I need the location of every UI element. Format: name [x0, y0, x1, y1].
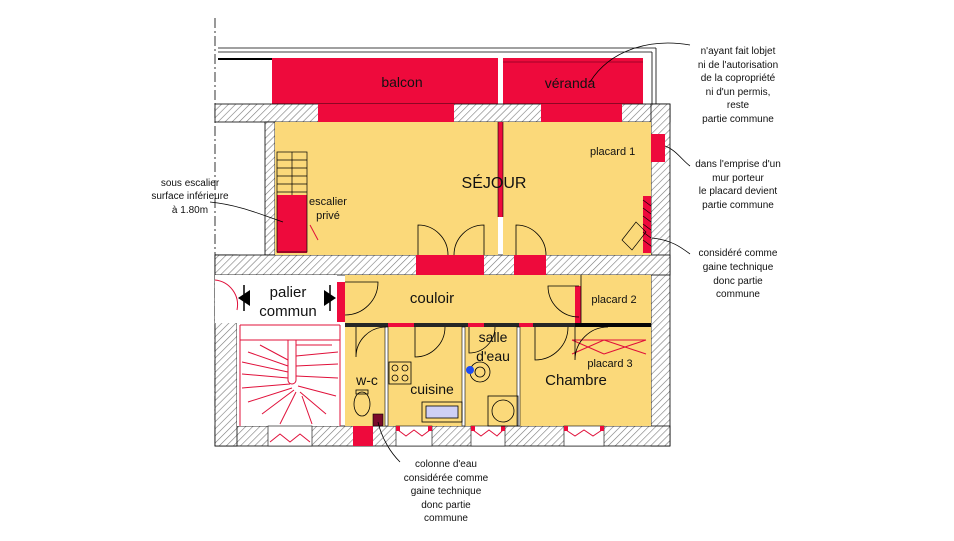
- svg-text:commune: commune: [424, 513, 468, 524]
- label-placard-3: placard 3: [587, 358, 632, 370]
- colonne-eau: [353, 426, 373, 446]
- svg-text:considéré comme: considéré comme: [699, 248, 778, 259]
- svg-text:ni de l'autorisation: ni de l'autorisation: [698, 60, 778, 71]
- label-sejour: SÉJOUR: [462, 173, 527, 192]
- svg-text:considérée comme: considérée comme: [404, 473, 489, 484]
- svg-text:partie commune: partie commune: [702, 114, 774, 125]
- label-deau: d'eau: [476, 348, 510, 364]
- balcony: [272, 58, 498, 104]
- room-couloir: [345, 275, 581, 323]
- note-gaine: considéré comme gaine technique donc par…: [699, 248, 778, 300]
- common-stair: [239, 324, 341, 439]
- note-colonne: colonne d'eau considérée comme gaine tec…: [404, 459, 489, 524]
- fixtures: [353, 361, 519, 427]
- svg-text:à 1.80m: à 1.80m: [172, 205, 208, 216]
- entrance-door: [337, 282, 345, 322]
- escalier-prive: [277, 195, 307, 253]
- label-escalier: escalier: [309, 196, 347, 208]
- leader-lines: [209, 42, 691, 463]
- wall-left-upper: [264, 121, 276, 256]
- room-sejour-left: [275, 122, 498, 255]
- svg-text:partie commune: partie commune: [702, 200, 774, 211]
- svg-text:n'ayant fait lobjet: n'ayant fait lobjet: [701, 46, 776, 57]
- label-salle: salle: [479, 329, 508, 345]
- room-placard-2: [581, 275, 651, 323]
- label-wc: w-c: [355, 372, 378, 388]
- room-salle-eau: [465, 327, 517, 426]
- label-prive: privé: [316, 210, 340, 222]
- palier-commun: [237, 275, 337, 325]
- label-chambre: Chambre: [545, 372, 607, 389]
- opening-sejour-2: [514, 255, 546, 275]
- svg-text:ni d'un permis,: ni d'un permis,: [706, 87, 771, 98]
- label-couloir: couloir: [410, 290, 454, 307]
- note-veranda: n'ayant fait lobjet ni de l'autorisation…: [698, 46, 778, 125]
- placard-1: [651, 134, 665, 162]
- svg-text:commune: commune: [716, 289, 760, 300]
- label-palier: palier: [270, 284, 307, 301]
- svg-text:donc partie: donc partie: [421, 500, 471, 511]
- sejour-divider: [498, 162, 503, 217]
- svg-text:reste: reste: [727, 100, 750, 111]
- svg-text:de la copropriété: de la copropriété: [701, 73, 776, 84]
- svg-text:dans l'emprise d'un: dans l'emprise d'un: [695, 159, 781, 170]
- svg-text:mur porteur: mur porteur: [712, 173, 764, 184]
- svg-text:surface inférieure: surface inférieure: [151, 191, 229, 202]
- svg-text:gaine technique: gaine technique: [703, 262, 774, 273]
- veranda-opening: [541, 104, 622, 122]
- svg-text:sous escalier: sous escalier: [161, 178, 220, 189]
- label-placard-1: placard 1: [590, 146, 635, 158]
- room-wc: [345, 327, 385, 426]
- gaine-technique: [643, 196, 651, 253]
- note-escalier: sous escalier surface inférieure à 1.80m: [151, 178, 229, 216]
- label-commun: commun: [259, 303, 317, 320]
- label-placard-2: placard 2: [591, 294, 636, 306]
- svg-text:colonne d'eau: colonne d'eau: [415, 459, 477, 470]
- veranda: [503, 58, 643, 104]
- svg-text:donc partie: donc partie: [713, 276, 763, 287]
- label-veranda: véranda: [545, 75, 596, 91]
- balcony-opening: [318, 104, 454, 122]
- label-balcon: balcon: [381, 74, 422, 90]
- svg-text:gaine technique: gaine technique: [411, 486, 482, 497]
- room-chambre: [520, 327, 651, 426]
- note-placard: dans l'emprise d'un mur porteur le placa…: [695, 159, 781, 211]
- label-cuisine: cuisine: [410, 381, 454, 397]
- svg-text:le placard devient: le placard devient: [699, 186, 778, 197]
- room-sejour-right: [503, 122, 651, 255]
- water-point-icon: [466, 366, 474, 374]
- opening-sejour-couloir: [416, 255, 484, 275]
